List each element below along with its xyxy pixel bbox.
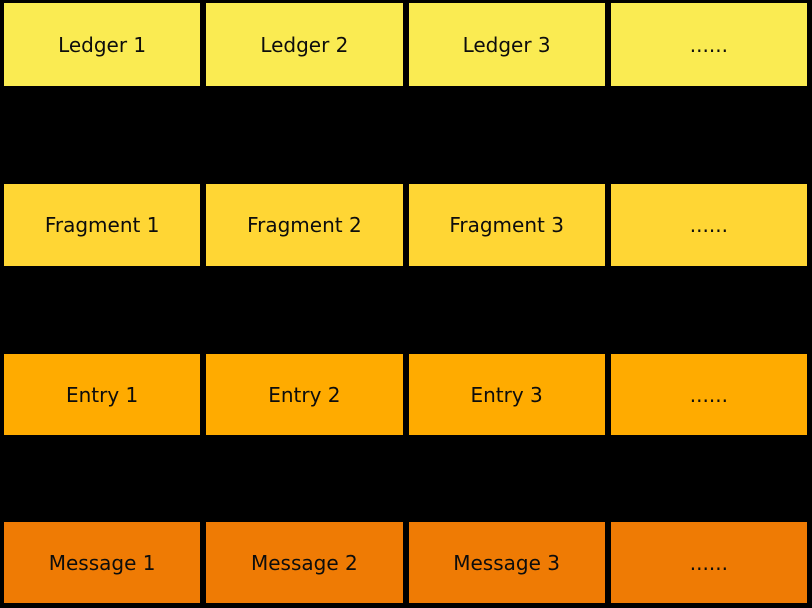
ledger-row: Ledger 1 Ledger 2 Ledger 3 ...... (4, 3, 807, 86)
message-3-box: Message 3 (408, 522, 605, 603)
message-1-box: Message 1 (4, 522, 201, 603)
entry-ellipsis-box: ...... (610, 354, 807, 435)
entry-3-box: Entry 3 (408, 354, 605, 435)
ledger-1-box: Ledger 1 (4, 3, 201, 86)
message-2-box: Message 2 (206, 522, 403, 603)
fragment-3-box: Fragment 3 (408, 184, 605, 266)
fragment-1-box: Fragment 1 (4, 184, 201, 266)
message-row: Message 1 Message 2 Message 3 ...... (4, 522, 807, 603)
message-ellipsis-box: ...... (610, 522, 807, 603)
entry-1-box: Entry 1 (4, 354, 201, 435)
ledger-2-box: Ledger 2 (206, 3, 403, 86)
fragment-2-box: Fragment 2 (206, 184, 403, 266)
fragment-ellipsis-box: ...... (610, 184, 807, 266)
fragment-row: Fragment 1 Fragment 2 Fragment 3 ...... (4, 184, 807, 266)
entry-2-box: Entry 2 (206, 354, 403, 435)
entry-row: Entry 1 Entry 2 Entry 3 ...... (4, 354, 807, 435)
ledger-3-box: Ledger 3 (408, 3, 605, 86)
ledger-ellipsis-box: ...... (610, 3, 807, 86)
